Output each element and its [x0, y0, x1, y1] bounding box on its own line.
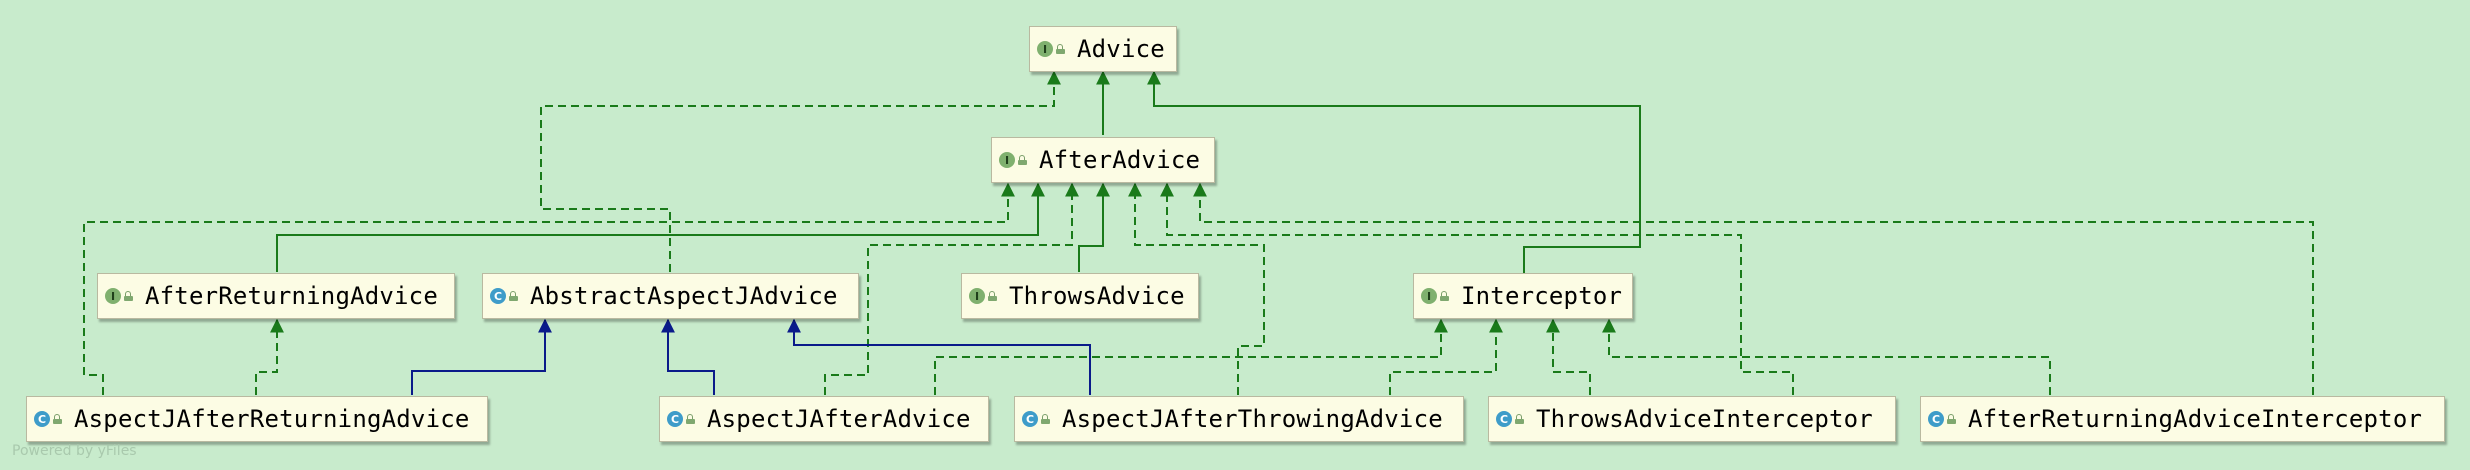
- node-label: AspectJAfterAdvice: [707, 405, 971, 433]
- node-throws-advice-interceptor[interactable]: C ThrowsAdviceInterceptor: [1488, 396, 1896, 442]
- lock-icon: [124, 291, 133, 301]
- node-label: AfterAdvice: [1039, 146, 1201, 174]
- node-label: ThrowsAdviceInterceptor: [1536, 405, 1873, 433]
- edge-ajafterreturning-to-afterreturningadvice: [255, 318, 284, 395]
- node-label: AfterReturningAdviceInterceptor: [1968, 405, 2423, 433]
- node-abstract-aspectj-advice[interactable]: C AbstractAspectJAdvice: [482, 273, 859, 319]
- class-icon: C: [667, 411, 683, 427]
- lock-icon: [1947, 414, 1956, 424]
- edge-ajafter-to-afteradvice: [824, 182, 1079, 395]
- edge-afterreturninginterceptor-to-afteradvice: [1193, 182, 2314, 395]
- node-label: AfterReturningAdvice: [145, 282, 438, 310]
- lock-icon: [686, 414, 695, 424]
- lock-icon: [1515, 414, 1524, 424]
- interface-icon: I: [999, 152, 1015, 168]
- edge-ajafterthrowing-to-abstractaspectj: [787, 318, 1091, 395]
- edge-ajafterthrowing-to-afteradvice: [1128, 182, 1265, 395]
- node-aspectj-after-returning-advice[interactable]: C AspectJAfterReturningAdvice: [26, 396, 488, 442]
- node-aspectj-after-throwing-advice[interactable]: C AspectJAfterThrowingAdvice: [1014, 396, 1464, 442]
- edge-interceptor-to-advice: [1147, 70, 1641, 292]
- class-icon: C: [34, 411, 50, 427]
- edge-ajafterreturning-to-abstractaspectj: [411, 318, 552, 395]
- watermark: Powered by yFiles: [12, 443, 137, 459]
- class-icon: C: [490, 288, 506, 304]
- node-after-advice[interactable]: I AfterAdvice: [991, 137, 1215, 183]
- node-label: AspectJAfterThrowingAdvice: [1062, 405, 1443, 433]
- node-label: AbstractAspectJAdvice: [530, 282, 838, 310]
- edge-afterreturninginterceptor-to-interceptor: [1602, 318, 2051, 395]
- node-aspectj-after-advice[interactable]: C AspectJAfterAdvice: [659, 396, 989, 442]
- node-after-returning-advice-interceptor[interactable]: C AfterReturningAdviceInterceptor: [1920, 396, 2445, 442]
- node-interceptor[interactable]: I Interceptor: [1413, 273, 1633, 319]
- node-label: Advice: [1077, 35, 1165, 63]
- interface-icon: I: [969, 288, 985, 304]
- edge-ajafterreturning-to-afteradvice: [83, 182, 1015, 395]
- lock-icon: [53, 414, 62, 424]
- class-icon: C: [1022, 411, 1038, 427]
- edge-throwsinterceptor-to-afteradvice: [1160, 182, 1794, 395]
- node-label: Interceptor: [1461, 282, 1623, 310]
- lock-icon: [509, 291, 518, 301]
- lock-icon: [1056, 44, 1065, 54]
- interface-icon: I: [1037, 41, 1053, 57]
- node-label: ThrowsAdvice: [1009, 282, 1185, 310]
- edge-abstractaspectj-to-advice: [540, 70, 1061, 272]
- interface-icon: I: [105, 288, 121, 304]
- node-after-returning-advice[interactable]: I AfterReturningAdvice: [97, 273, 455, 319]
- class-icon: C: [1496, 411, 1512, 427]
- edge-ajafter-to-abstractaspectj: [661, 318, 715, 395]
- lock-icon: [988, 291, 997, 301]
- edge-throwsinterceptor-to-interceptor: [1546, 318, 1591, 395]
- edge-afterreturningadvice-to-afteradvice: [276, 182, 1045, 272]
- node-advice[interactable]: I Advice: [1029, 26, 1177, 72]
- class-icon: C: [1928, 411, 1944, 427]
- edge-ajafter-to-interceptor: [934, 318, 1448, 395]
- lock-icon: [1041, 414, 1050, 424]
- lock-icon: [1018, 155, 1027, 165]
- node-label: AspectJAfterReturningAdvice: [74, 405, 470, 433]
- lock-icon: [1440, 291, 1449, 301]
- edge-throwsadvice-to-afteradvice: [1078, 182, 1110, 272]
- interface-icon: I: [1421, 288, 1437, 304]
- node-throws-advice[interactable]: I ThrowsAdvice: [961, 273, 1199, 319]
